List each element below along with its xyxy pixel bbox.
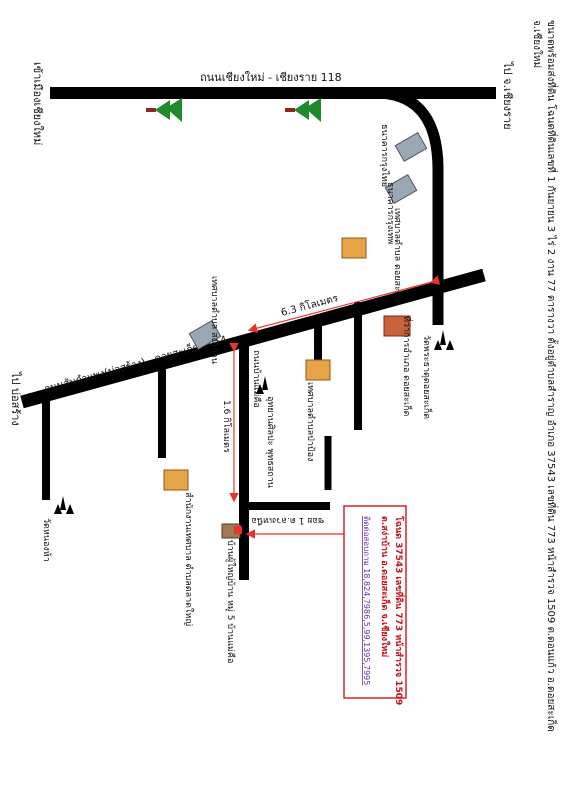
connector-road xyxy=(379,87,444,325)
distance-arrow-6-3 xyxy=(247,275,441,333)
temple-nongkhon-label-group: วัดหนองห้า xyxy=(41,518,52,562)
to-bosang-label: ไป บ่อสร้าง xyxy=(9,371,22,426)
header-note-line-1: ขนาดพร้อมส่งที่ดิน โฉนดที่ดินเลขที่ 1 กั… xyxy=(545,20,559,732)
bank-thai-label: ธนาคารกรุงไทย xyxy=(379,124,390,187)
bank-building-icon xyxy=(384,174,418,204)
header-note: ขนาดพร้อมส่งที่ดิน โฉนดที่ดินเลขที่ 1 กั… xyxy=(545,20,559,732)
bank-thai-label-group: ธนาคารกรุงไทย xyxy=(379,124,390,187)
village-road-label: ถนนบ้านแม่คือ xyxy=(251,350,262,408)
highway-118 xyxy=(50,87,496,99)
tree-icon xyxy=(285,98,321,122)
soi-1-label-group: ซอย 1 ต.ลวงเหนือ xyxy=(252,515,324,526)
municipality-chomphu-icon xyxy=(188,320,222,350)
distance-1-6-label-group: 1.6 กิโลเมตร xyxy=(221,400,232,453)
village-headman-label-group: บ้านผู้ใหญ่บ้าน หมู่ 5 บ้านแม่คือ xyxy=(225,540,236,663)
village-headman-house-icon xyxy=(221,523,242,539)
to-chiangrai-group: ไป จ.เชียงราย xyxy=(501,61,514,130)
temple-icon xyxy=(54,496,74,514)
office-big-label: สำนักงานเทศบาล ตำบลตลาดใหญ่ xyxy=(183,492,194,626)
info-line-1-group: โฉนด 37543 เลขที่ดิน 773 หน้าสำรวจ 1509 xyxy=(393,515,406,705)
info-line-3: ติดต่อสอบถาม 18,824,7986,5,99,1395,7995 xyxy=(362,516,371,685)
to-city-label: เข้าเมืองเชียงใหม่ xyxy=(31,62,44,145)
municipality-luangnua-icon xyxy=(305,359,331,381)
temple-doisaket-label: วัดพระธาตุดอยสะเก็ด xyxy=(421,335,434,419)
to-city-group: เข้าเมืองเชียงใหม่ xyxy=(31,62,44,145)
to-bosang-group: ไป บ่อสร้าง xyxy=(9,371,22,426)
highway-118-label: ถนนเชียงใหม่ - เชียงราย 118 xyxy=(200,71,342,84)
info-line-2: ต.สง่าบ้าน อ.ดอยสะเก็ด จ.เชียงใหม่ xyxy=(379,516,392,657)
municipality-building-icon xyxy=(341,237,367,259)
temple-bankhue-label-group: อุทยานศิลปะ พุทธสถาน xyxy=(265,396,276,488)
office-big-label-group: สำนักงานเทศบาล ตำบลตลาดใหญ่ xyxy=(183,492,194,626)
info-line-1: โฉนด 37543 เลขที่ดิน 773 หน้าสำรวจ 1509 xyxy=(393,515,406,705)
bank-krungthep-label: ธนาคารกรุงเทพ xyxy=(385,182,395,244)
bank-krungthep-label-group: ธนาคารกรุงเทพ xyxy=(385,182,395,244)
temple-doisaket-label-group: วัดพระธาตุดอยสะเก็ด xyxy=(421,335,434,419)
village-road-label-group: ถนนบ้านแม่คือ xyxy=(251,350,262,408)
municipality-chomphu-label-group: เทศบาลตำบล สง่าบ้าน xyxy=(209,276,220,364)
municipality-chomphu-label: เทศบาลตำบล สง่าบ้าน xyxy=(209,276,220,364)
header-note-2: จ.เชียงใหม่ xyxy=(531,20,543,68)
info-line-3-group: ติดต่อสอบถาม 18,824,7986,5,99,1395,7995 xyxy=(362,516,371,685)
temple-icon xyxy=(434,330,454,350)
police-doisaket-label: ที่ว่าการอำเภอ ดอยสะเก็ด xyxy=(401,316,414,416)
bank-building-icon xyxy=(394,132,428,162)
header-note-line-2: จ.เชียงใหม่ xyxy=(531,20,543,68)
soi-1-label: ซอย 1 ต.ลวงเหนือ xyxy=(252,515,324,526)
to-chiangrai-label: ไป จ.เชียงราย xyxy=(501,61,514,130)
temple-icon xyxy=(256,376,268,394)
office-big-icon xyxy=(163,469,189,491)
police-doisaket-label-group: ที่ว่าการอำเภอ ดอยสะเก็ด xyxy=(401,316,414,416)
info-line-2-group: ต.สง่าบ้าน อ.ดอยสะเก็ด จ.เชียงใหม่ xyxy=(379,516,392,657)
tree-icon xyxy=(146,98,182,122)
temple-bankhue-label: อุทยานศิลปะ พุทธสถาน xyxy=(265,396,276,488)
village-headman-label: บ้านผู้ใหญ่บ้าน หมู่ 5 บ้านแม่คือ xyxy=(225,540,236,663)
municipality-luangnua-label-group: เทศบาลตำบลป่าป้อง xyxy=(305,382,316,461)
temple-nongkhon-label: วัดหนองห้า xyxy=(41,518,52,562)
distance-1-6-label: 1.6 กิโลเมตร xyxy=(221,400,232,453)
municipality-luangnua-label: เทศบาลตำบลป่าป้อง xyxy=(305,382,316,461)
info-box xyxy=(343,505,407,699)
